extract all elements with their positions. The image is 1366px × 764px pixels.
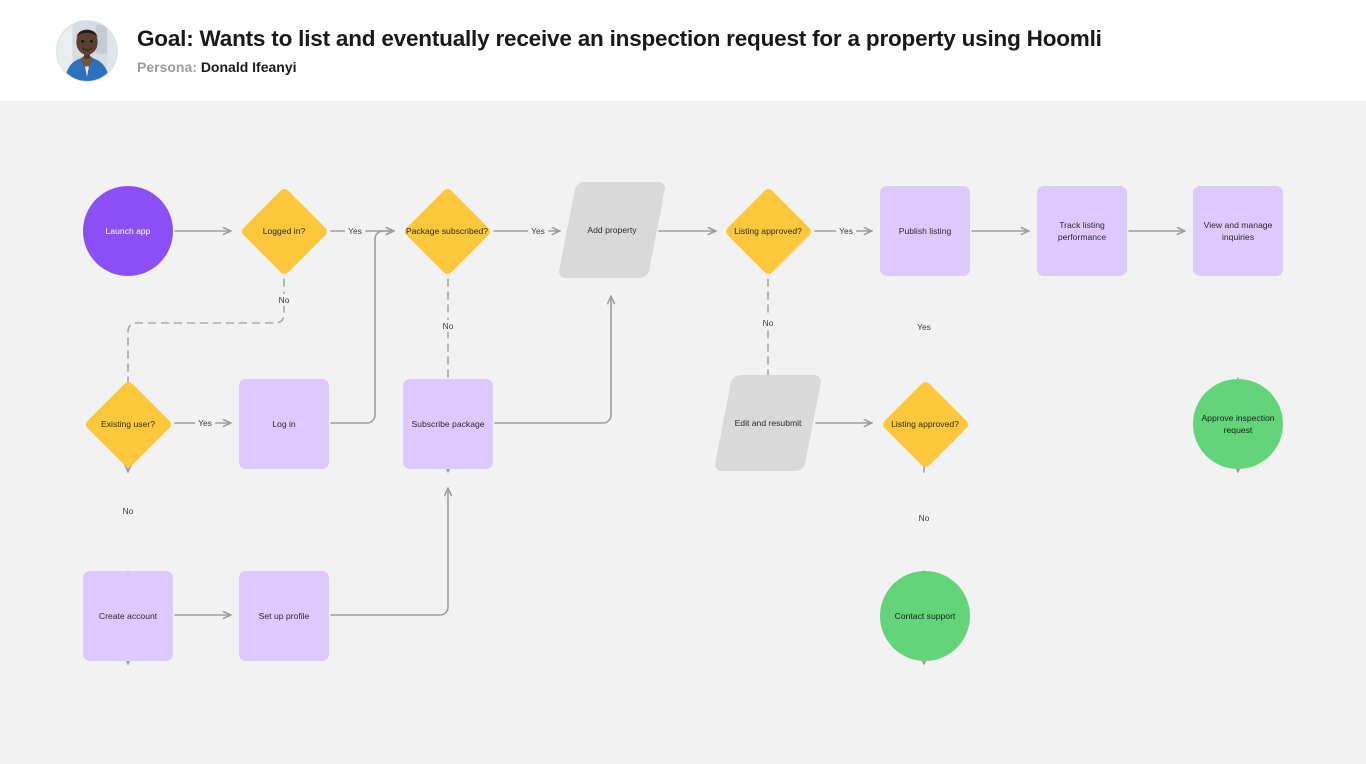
node-approve-inspection[interactable]: Approve inspection request — [1193, 379, 1283, 469]
node-label: Approve inspection request — [1201, 412, 1275, 435]
node-edit-resubmit[interactable]: Edit and resubmit — [713, 375, 823, 471]
edge-label-package-yes: Yes — [528, 225, 548, 237]
diamond-shape — [880, 379, 970, 469]
edge-login-to-package — [330, 231, 395, 424]
header-text: Goal: Wants to list and eventually recei… — [137, 26, 1102, 76]
edge-label-listing2-no: No — [915, 512, 933, 524]
persona-line: Persona: Donald Ifeanyi — [137, 59, 1102, 76]
node-label: Set up profile — [258, 610, 310, 621]
node-listing-approved-2[interactable]: Listing approved? — [880, 379, 970, 469]
node-label: View and manage inquiries — [1203, 219, 1273, 242]
edge-label-logged-in-no: No — [275, 294, 293, 306]
edge-label-listing2-yes: Yes — [914, 321, 934, 333]
edge-label-existing-user-yes: Yes — [195, 417, 215, 429]
node-label: Create account — [98, 610, 158, 621]
node-label: Contact support — [894, 610, 956, 621]
edge-setup-to-subscribe — [330, 487, 448, 616]
edge-logged-no — [128, 278, 285, 473]
avatar-photo-icon — [57, 20, 117, 81]
node-subscribe-package[interactable]: Subscribe package — [403, 379, 493, 469]
node-listing-approved-1[interactable]: Listing approved? — [723, 186, 813, 276]
node-publish-listing[interactable]: Publish listing — [880, 186, 970, 276]
connector-layer: package subscribed (via joined riser fro… — [0, 101, 1366, 665]
node-existing-user[interactable]: Existing user? — [83, 379, 173, 469]
node-view-inquiries[interactable]: View and manage inquiries — [1193, 186, 1283, 276]
node-label: Track listing performance — [1057, 219, 1107, 242]
diamond-shape — [83, 379, 173, 469]
edge-label-listing1-yes: Yes — [836, 225, 856, 237]
node-launch-app[interactable]: Launch app — [83, 186, 173, 276]
avatar — [56, 19, 118, 82]
node-label: Launch app — [105, 225, 151, 236]
edge-label-logged-in-yes: Yes — [345, 225, 365, 237]
node-logged-in[interactable]: Logged in? — [239, 186, 329, 276]
page-title: Goal: Wants to list and eventually recei… — [137, 25, 1102, 51]
node-contact-support[interactable]: Contact support — [880, 571, 970, 661]
node-track-performance[interactable]: Track listing performance — [1037, 186, 1127, 276]
diamond-shape — [402, 186, 492, 276]
node-add-property[interactable]: Add property — [557, 182, 667, 278]
edge-label-package-no: No — [439, 320, 457, 332]
node-package-subscribed[interactable]: Package subscribed? — [402, 186, 492, 276]
node-create-account[interactable]: Create account — [83, 571, 173, 661]
persona-name: Donald Ifeanyi — [200, 58, 297, 75]
persona-label: Persona: — [137, 58, 197, 75]
node-label: Publish listing — [898, 225, 952, 236]
parallelogram-shape — [557, 182, 667, 278]
node-log-in[interactable]: Log in — [239, 379, 329, 469]
parallelogram-shape — [713, 375, 823, 471]
edge-label-existing-user-no: No — [119, 505, 137, 517]
node-set-up-profile[interactable]: Set up profile — [239, 571, 329, 661]
node-label: Log in — [272, 418, 296, 429]
page-header: Goal: Wants to list and eventually recei… — [0, 0, 1366, 101]
edge-subscribe-to-add — [494, 295, 611, 424]
diamond-shape — [239, 186, 329, 276]
edge-label-listing1-no: No — [759, 317, 777, 329]
diamond-shape — [723, 186, 813, 276]
node-label: Subscribe package — [411, 418, 485, 429]
flowchart-canvas: package subscribed (via joined riser fro… — [0, 101, 1366, 764]
